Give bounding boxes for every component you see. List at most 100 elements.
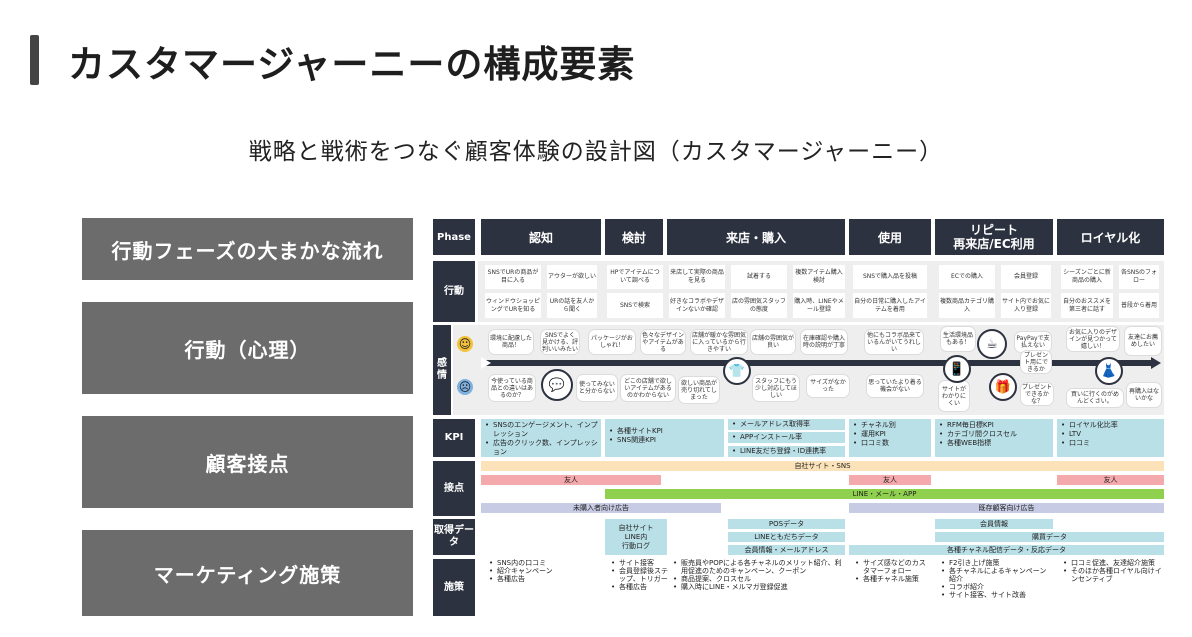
happy-face-icon: ☺ xyxy=(457,336,473,352)
row-label-acquire: 取得データ xyxy=(433,519,475,555)
emotion-positive: 環境に配慮した商品！ xyxy=(489,330,533,354)
kpi-item: RFM毎日標KPI xyxy=(939,421,1050,430)
page-title: カスタマージャーニーの構成要素 xyxy=(68,43,636,86)
emotion-positive: SNSでよく見かける、評判いいみたい xyxy=(541,330,579,354)
kpi-item: カテゴリ間クロスセル xyxy=(939,430,1050,439)
emotion-negative: 思っていたより着る機会がない xyxy=(867,375,923,397)
acquire-member-info: 会員情報 xyxy=(935,519,1053,529)
phase-use: 使用 xyxy=(849,219,931,255)
touchpoint-label: 自社サイト・SNS xyxy=(794,462,851,470)
gift-icon: 🎁 xyxy=(989,373,1017,401)
action-cell: 自分の日常に購入したアイテムを着用 xyxy=(853,293,927,318)
measures-awareness: SNS内の口コミ紹介キャンペーン各種広告 xyxy=(489,559,599,583)
chat-icon: 💬 xyxy=(541,369,573,401)
journey-map: Phase 認知 検討 来店・購入 使用 リピート 再来店/EC利用 ロイヤル化… xyxy=(433,219,1164,616)
emotion-positive: 他にもコラボ品来ているんがいてうれしい xyxy=(865,330,923,354)
kpi-item: SNSのエンゲージメント、インプレッション xyxy=(485,421,598,439)
kpi-item: ロイヤル化比率 xyxy=(1061,421,1161,430)
kpi-awareness: SNSのエンゲージメント、インプレッション広告のクリック数、インプレッション xyxy=(481,419,601,457)
emotion-negative: 買いに行くのがめんどくさい。 xyxy=(1067,389,1123,407)
emotion-negative: プレゼントできるかな？ xyxy=(1021,383,1053,405)
kpi-item: LTV xyxy=(1061,430,1161,439)
emotion-positive: 色々なデザインやアイテムがある xyxy=(641,330,685,354)
kpi-item: 各種WEB指標 xyxy=(939,439,1050,448)
touchpoint-own-site: 自社サイト・SNS xyxy=(481,461,1164,471)
action-row: SNSでURの商品が目に入る アウターが欲しい HPでアイテムについて調べる 来… xyxy=(478,261,1164,322)
touchpoint-friend: 友人 xyxy=(1057,475,1164,485)
kpi-item: SNS関連KPI xyxy=(609,436,721,445)
action-cell: アウターが欲しい xyxy=(547,265,597,289)
emotion-negative: どこの店舗で欲しいアイテムがあるのかわからない xyxy=(621,375,675,401)
kpi-item: 運用KPI xyxy=(853,430,928,439)
measures-repeat: F2引き上げ施策各チャネルによるキャンペーン紹介コラボ紹介サイト接客、サイト改善 xyxy=(941,559,1053,599)
action-cell: 複数アイテム購入検討 xyxy=(793,265,845,289)
measure-item: 各種広告 xyxy=(489,575,599,583)
touchpoint-friend: 友人 xyxy=(849,475,931,485)
emotion-negative: 今使っている商品との違いはあるのか？ xyxy=(489,375,535,401)
action-cell: HPでアイテムについて調べる xyxy=(607,265,663,289)
emotion-negative: PayPayで支払えない xyxy=(1015,332,1051,352)
emotion-positive: 店舗が暖かな雰囲気に入っているから行きやすい xyxy=(691,330,747,354)
action-cell: URの話を友人から聞く xyxy=(547,293,597,318)
kpi-item: 口コミ数 xyxy=(853,439,928,448)
emotion-positive: パッケージがおしゃれ！ xyxy=(589,330,635,354)
phase-loyalty: ロイヤル化 xyxy=(1057,219,1164,255)
measures-consideration: サイト接客会員登録後ステップ、トリガー各種広告 xyxy=(611,559,669,591)
measures-loyalty: 口コミ促進、友達紹介施策そのほか各種ロイヤル向けインセンティブ xyxy=(1063,559,1163,583)
kpi-consideration: 各種サイトKPISNS関連KPI xyxy=(605,419,724,457)
action-cell: ウィンドウショッピングでURを知る xyxy=(485,293,541,318)
action-cell: ECでの購入 xyxy=(939,265,995,289)
measures-visit-purchase: 販売員やPOPによる各チャネルのメリット紹介、利用促進のためのキャンペーン、クー… xyxy=(673,559,845,591)
emotion-negative: 使ってみないと分からない xyxy=(577,375,617,401)
side-label-phase: 行動フェーズの大まかな流れ xyxy=(82,218,413,280)
emotion-negative: スタッフにもう少し対応してほしい xyxy=(753,375,799,401)
coffee-icon: ☕ xyxy=(977,329,1007,359)
measures-use: サイズ感などのカスタマーフォロー各種チャネル施策 xyxy=(855,559,931,583)
side-label-touchpoint: 顧客接点 xyxy=(82,416,413,508)
measure-item: 各種広告 xyxy=(611,583,669,591)
measure-item: 販売員やPOPによる各チャネルのメリット紹介、利用促進のためのキャンペーン、クー… xyxy=(673,559,845,575)
kpi-item: LINE友だち登録・ID連携率 xyxy=(728,446,845,457)
emotion-negative: 欲しい商品が売り切れてしまった xyxy=(679,377,719,403)
measure-item: 各種チャネル施策 xyxy=(855,575,931,583)
action-cell: 自分のおススメを第三者に話す xyxy=(1061,293,1113,318)
kpi-item: APPインストール率 xyxy=(728,432,845,443)
emotion-positive: 友達にお薦めしたい xyxy=(1125,327,1161,355)
side-label-marketing: マーケティング施策 xyxy=(82,530,413,616)
action-cell: 普段から着用 xyxy=(1119,293,1159,318)
touchpoint-member-ad: 既存顧客向け広告 xyxy=(849,503,1164,513)
measure-item: F2引き上げ施策 xyxy=(941,559,1053,567)
measure-item: サイト接客 xyxy=(611,559,669,567)
action-cell: 会員登録 xyxy=(1001,265,1051,289)
kpi-item: チャネル別 xyxy=(853,421,928,430)
measure-item: サイズ感などのカスタマーフォロー xyxy=(855,559,931,575)
action-cell: 店の雰囲気スタッフの態度 xyxy=(731,293,787,318)
title-accent-bar xyxy=(30,35,39,85)
acquire-site-log: 自社サイト LINE内 行動ログ xyxy=(605,519,667,555)
journey-arrow xyxy=(481,357,1161,369)
sad-face-icon: ☹ xyxy=(457,379,473,395)
phone-icon: 📱 xyxy=(943,355,971,383)
action-cell: 好きなコラボやデザインないか確認 xyxy=(669,293,725,318)
action-cell: SNSで検索 xyxy=(607,293,663,318)
measure-item: 商品提案、クロスセル xyxy=(673,575,845,583)
kpi-use: チャネル別運用KPI口コミ数 xyxy=(849,419,931,457)
phase-visit-purchase: 来店・購入 xyxy=(667,219,845,255)
action-cell: 各SNSのフォロー xyxy=(1119,265,1159,289)
action-cell: 購入時、LINEやメール登録 xyxy=(793,293,845,318)
acquire-purchase: 購買データ xyxy=(935,532,1164,542)
measure-item: SNS内の口コミ xyxy=(489,559,599,567)
measure-item: そのほか各種ロイヤル向けインセンティブ xyxy=(1063,567,1163,583)
acquire-channel: 各種チャネル配信データ・反応データ xyxy=(849,545,1164,555)
action-cell: シーズンごとに新商品の購入 xyxy=(1061,265,1113,289)
acquire-pos: POSデータ xyxy=(728,519,845,529)
emotion-positive: 在庫確認や購入時の説明が丁寧 xyxy=(801,330,847,354)
action-cell: サイト内でお気に入り登録 xyxy=(1001,293,1051,318)
kpi-loyalty: ロイヤル化比率LTV口コミ xyxy=(1057,419,1164,457)
row-label-emotion: 感情 xyxy=(433,325,451,415)
measure-item: コラボ紹介 xyxy=(941,583,1053,591)
measure-item: 口コミ促進、友達紹介施策 xyxy=(1063,559,1163,567)
action-cell: 試着する xyxy=(731,265,787,289)
action-cell: 来店して実際の商品を見る xyxy=(669,265,725,289)
